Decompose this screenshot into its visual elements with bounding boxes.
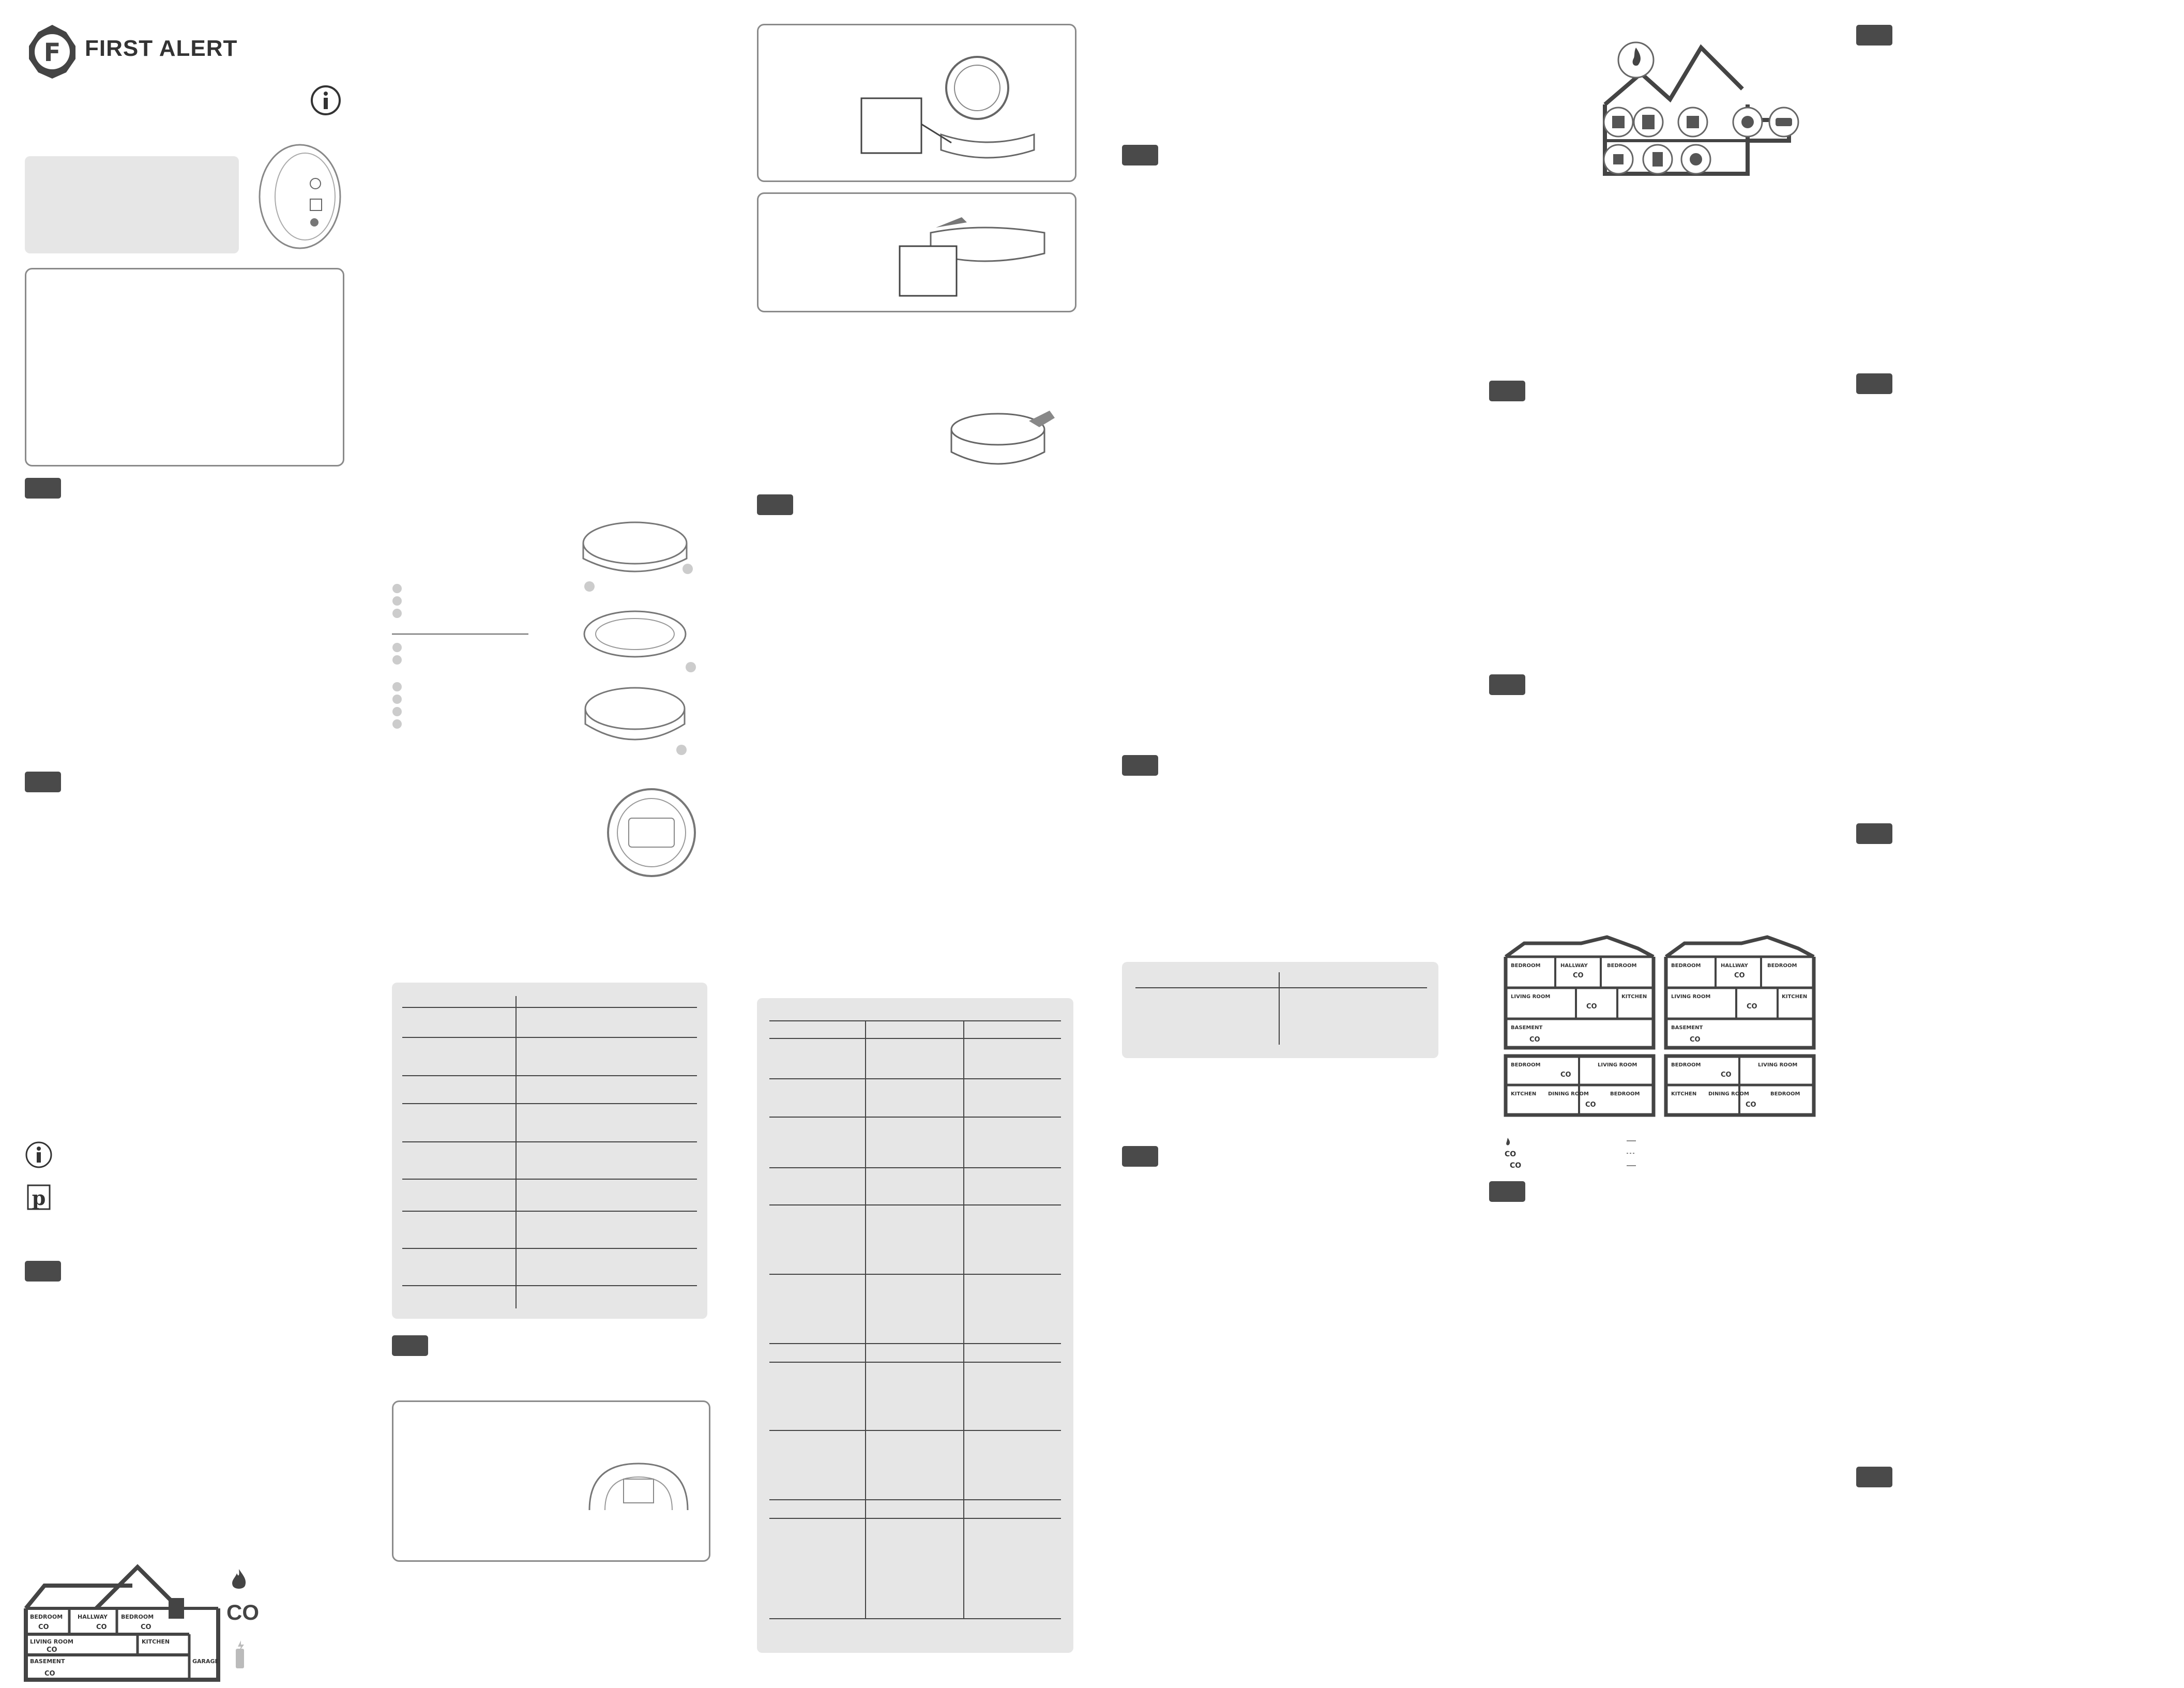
svg-text:HALLWAY: HALLWAY [78, 1614, 108, 1620]
troubleshooting-panel [757, 998, 1073, 1653]
section-tab [1856, 823, 1892, 844]
section-tab [757, 494, 793, 515]
battery-pull-illustration [946, 409, 1060, 481]
svg-text:HALLWAY: HALLWAY [1560, 963, 1588, 969]
svg-text:LIVING ROOM: LIVING ROOM [1598, 1062, 1637, 1068]
section-tab [1122, 755, 1158, 776]
svg-text:BASEMENT: BASEMENT [30, 1658, 65, 1665]
section-tab [392, 1335, 428, 1356]
section-tab [25, 1261, 61, 1282]
section-tab [1489, 381, 1525, 401]
co-legend-label: CO [226, 1600, 259, 1624]
section-tab [1856, 1467, 1892, 1487]
layout-legend: CO CO [1503, 1136, 1668, 1172]
svg-text:CO: CO [96, 1623, 107, 1631]
svg-text:LIVING ROOM: LIVING ROOM [1671, 994, 1710, 1000]
svg-text:BEDROOM: BEDROOM [30, 1614, 63, 1620]
svg-text:CO: CO [38, 1623, 49, 1631]
svg-text:CO: CO [1746, 1101, 1756, 1109]
mounting-plate-illustration [605, 786, 698, 879]
svg-text:BEDROOM: BEDROOM [1770, 1091, 1800, 1097]
section-tab [1856, 373, 1892, 394]
exploded-alarm-illustration [569, 512, 703, 771]
svg-text:CO: CO [47, 1646, 57, 1654]
svg-text:KITCHEN: KITCHEN [142, 1638, 170, 1645]
sensitivity-table [1135, 972, 1427, 1048]
svg-text:CO: CO [1529, 1036, 1540, 1044]
svg-text:p: p [32, 1186, 46, 1210]
svg-text:CO: CO [1734, 972, 1745, 979]
svg-text:BEDROOM: BEDROOM [1767, 963, 1797, 969]
svg-text:BEDROOM: BEDROOM [1671, 1062, 1701, 1068]
specs-table-panel [392, 983, 707, 1319]
wiring-illustration [889, 212, 1060, 300]
svg-text:CO: CO [1585, 1101, 1596, 1109]
section-tab [25, 772, 61, 792]
info-icon [310, 85, 341, 116]
flame-icon [230, 1568, 248, 1592]
svg-text:CO: CO [1690, 1036, 1701, 1044]
svg-text:BEDROOM: BEDROOM [1511, 1062, 1540, 1068]
svg-text:BASEMENT: BASEMENT [1671, 1025, 1703, 1031]
svg-text:CO: CO [1586, 1003, 1597, 1011]
alarm-base-illustration [584, 1458, 693, 1515]
svg-text:CO: CO [141, 1623, 151, 1631]
sensitivity-panel [1122, 962, 1438, 1058]
brand-logo: F FIRST ALERT [24, 23, 241, 79]
section-tab [1122, 145, 1158, 165]
svg-text:BEDROOM: BEDROOM [1511, 963, 1540, 969]
svg-text:CO: CO [1747, 1003, 1757, 1011]
parts-list [392, 583, 532, 733]
svg-text:BEDROOM: BEDROOM [1610, 1091, 1640, 1097]
svg-text:GARAGE: GARAGE [192, 1658, 219, 1665]
svg-text:LIVING ROOM: LIVING ROOM [1758, 1062, 1797, 1068]
svg-text:BEDROOM: BEDROOM [1607, 963, 1636, 969]
warning-box [25, 268, 344, 466]
svg-text:CO: CO [44, 1670, 55, 1678]
co-sources-house-illustration [1598, 37, 1804, 182]
svg-text:LIVING ROOM: LIVING ROOM [1511, 994, 1550, 1000]
svg-text:CO: CO [1505, 1150, 1516, 1158]
svg-text:F: F [44, 38, 61, 67]
section-tab [1856, 25, 1892, 46]
house-diagram-main: BEDROOM HALLWAY BEDROOM LIVING ROOM KITC… [24, 1546, 231, 1682]
svg-text:BASEMENT: BASEMENT [1511, 1025, 1543, 1031]
alarm-illustration [248, 140, 341, 253]
svg-text:KITCHEN: KITCHEN [1782, 994, 1807, 1000]
svg-text:BEDROOM: BEDROOM [1671, 963, 1701, 969]
p-icon: p [27, 1184, 51, 1210]
svg-text:CO: CO [1573, 972, 1584, 979]
svg-text:KITCHEN: KITCHEN [1621, 994, 1647, 1000]
intro-panel [25, 156, 239, 253]
svg-text:LIVING ROOM: LIVING ROOM [30, 1638, 73, 1645]
svg-text:CO: CO [1560, 1071, 1571, 1079]
specs-table [402, 996, 697, 1312]
section-tab [25, 478, 61, 499]
bolt-icon [234, 1640, 246, 1669]
svg-text:BEDROOM: BEDROOM [121, 1614, 154, 1620]
ceiling-mount-illustration [858, 52, 1065, 165]
svg-text:KITCHEN: KITCHEN [1671, 1091, 1696, 1097]
logo-icon: F [29, 25, 75, 79]
svg-text:KITCHEN: KITCHEN [1511, 1091, 1536, 1097]
svg-text:DINING ROOM: DINING ROOM [1548, 1091, 1589, 1097]
info-icon [25, 1141, 53, 1169]
brand-name: FIRST ALERT [85, 36, 238, 61]
svg-text:CO: CO [1721, 1071, 1732, 1079]
troubleshooting-table [769, 1020, 1061, 1641]
section-tab [1122, 1146, 1158, 1167]
svg-text:HALLWAY: HALLWAY [1721, 963, 1748, 969]
svg-text:DINING ROOM: DINING ROOM [1708, 1091, 1749, 1097]
house-layout-grid: BEDROOM HALLWAY BEDROOM LIVING ROOM KITC… [1504, 935, 1824, 1133]
section-tab [1489, 1181, 1525, 1202]
section-tab [1489, 674, 1525, 695]
svg-text:CO: CO [1510, 1162, 1521, 1170]
